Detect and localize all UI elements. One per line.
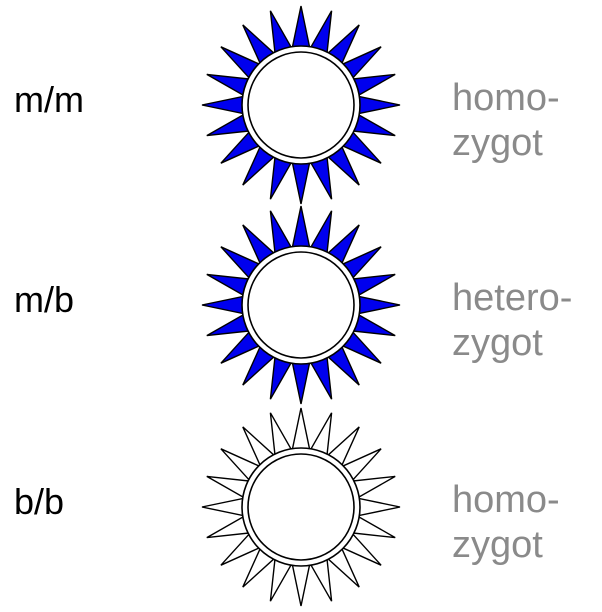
sun-icon: [200, 204, 402, 406]
sun-ray: [202, 96, 244, 113]
zygosity-label-line2: zygot: [452, 121, 560, 166]
zygosity-label-line1: homo-: [452, 478, 560, 523]
sun-ray: [202, 296, 244, 313]
zygosity-label: hetero- zygot: [452, 276, 572, 366]
sun-ray: [202, 498, 244, 515]
sun-inner-disc: [248, 252, 354, 358]
sun-icon: [200, 406, 402, 608]
zygosity-label: homo- zygot: [452, 76, 560, 166]
row-homozygot-bb: b/b homo- zygot: [0, 406, 602, 606]
zygosity-label-line2: zygot: [452, 523, 560, 568]
sun-icon: [200, 4, 402, 206]
sun-ray: [292, 162, 309, 204]
zygosity-label-line2: zygot: [452, 321, 572, 366]
sun-ray: [292, 362, 309, 404]
sun-ray: [292, 408, 309, 450]
row-heterozygot-mb: m/b hetero- zygot: [0, 204, 602, 404]
genotype-label: b/b: [14, 484, 64, 520]
sun-ray: [292, 206, 309, 248]
row-homozygot-mm: m/m homo- zygot: [0, 4, 602, 204]
zygosity-label-line1: homo-: [452, 76, 560, 121]
genotype-label: m/b: [14, 282, 74, 318]
zygosity-label-line1: hetero-: [452, 276, 572, 321]
genotype-label: m/m: [14, 82, 84, 118]
zygosity-label: homo- zygot: [452, 478, 560, 568]
sun-inner-disc: [248, 52, 354, 158]
sun-ray: [358, 498, 400, 515]
sun-ray: [358, 96, 400, 113]
sun-ray: [292, 6, 309, 48]
sun-ray: [358, 296, 400, 313]
sun-ray: [292, 564, 309, 606]
sun-inner-disc: [248, 454, 354, 560]
